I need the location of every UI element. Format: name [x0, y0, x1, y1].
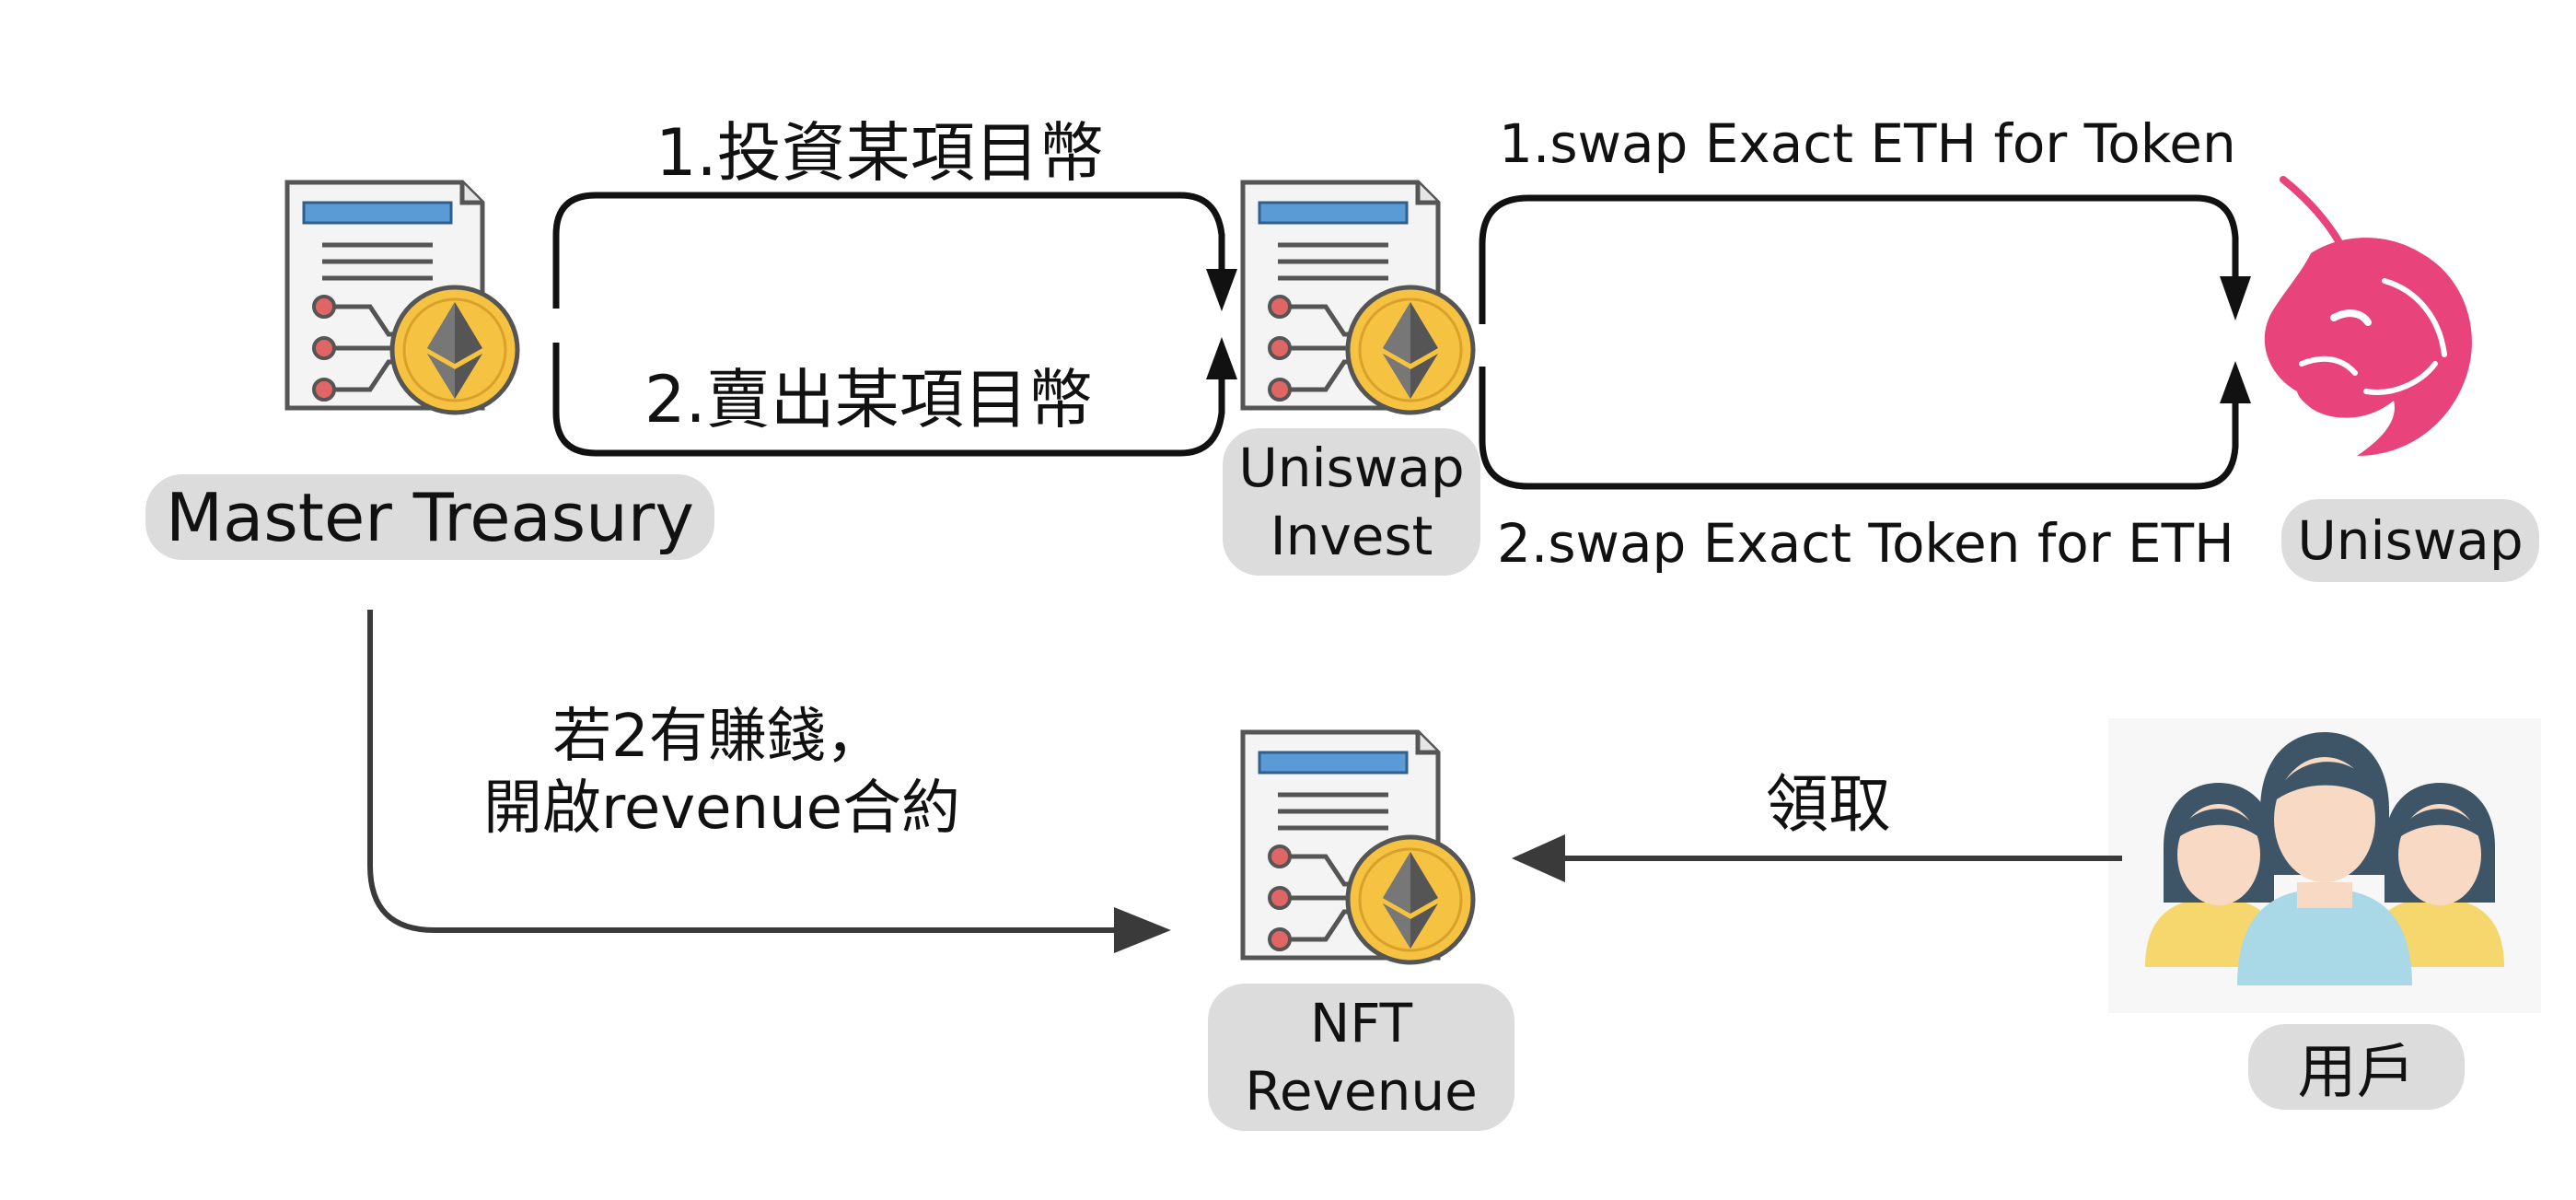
- nft-revenue-contract-icon: [1243, 732, 1473, 962]
- swap-eth-for-token-arrow: [1479, 194, 2239, 324]
- profit-condition-label-line1: 若2有賺錢，: [552, 703, 885, 771]
- swap-token-for-eth-label: 2.swap Exact Token for ETH: [1497, 512, 2234, 575]
- swap-token-for-eth-arrow: [1479, 367, 2239, 490]
- users-group-icon: [2108, 718, 2541, 1013]
- claim-edge-label: 領取: [1766, 769, 1892, 842]
- claim-arrowhead: [1512, 834, 1565, 882]
- profit-condition-label-line2: 開啟revenue合約: [483, 775, 961, 843]
- uniswap-invest-contract-icon: [1243, 182, 1473, 413]
- uniswap-invest-label: Uniswap Invest: [1223, 428, 1480, 576]
- uniswap-invest-label-line1: Uniswap: [1238, 437, 1465, 499]
- invest-edge-label: 1.投資某項目幣: [656, 115, 1104, 191]
- swap-eth-for-token-label: 1.swap Exact ETH for Token: [1499, 112, 2236, 175]
- revenue-contract-arrow: [367, 610, 1132, 933]
- master-treasury-label: Master Treasury: [145, 474, 714, 560]
- swap-eth-for-token-arrowhead: [2220, 276, 2251, 320]
- invest-arrow: [552, 192, 1225, 309]
- nft-revenue-label: NFT Revenue: [1208, 984, 1514, 1131]
- revenue-contract-arrowhead: [1114, 907, 1171, 953]
- users-label: 用戶: [2248, 1024, 2465, 1110]
- uniswap-label: Uniswap: [2281, 499, 2539, 582]
- invest-arrowhead: [1206, 269, 1237, 311]
- sell-arrow: [552, 343, 1225, 457]
- master-treasury-contract-icon: [287, 182, 517, 413]
- swap-token-for-eth-arrowhead: [2220, 361, 2251, 403]
- nft-revenue-label-line1: NFT: [1309, 992, 1413, 1054]
- sell-edge-label: 2.賣出某項目幣: [644, 362, 1093, 437]
- nft-revenue-label-line2: Revenue: [1245, 1060, 1478, 1123]
- uniswap-unicorn-icon: [2264, 176, 2472, 456]
- uniswap-invest-label-line2: Invest: [1270, 505, 1433, 567]
- sell-arrowhead: [1206, 337, 1237, 379]
